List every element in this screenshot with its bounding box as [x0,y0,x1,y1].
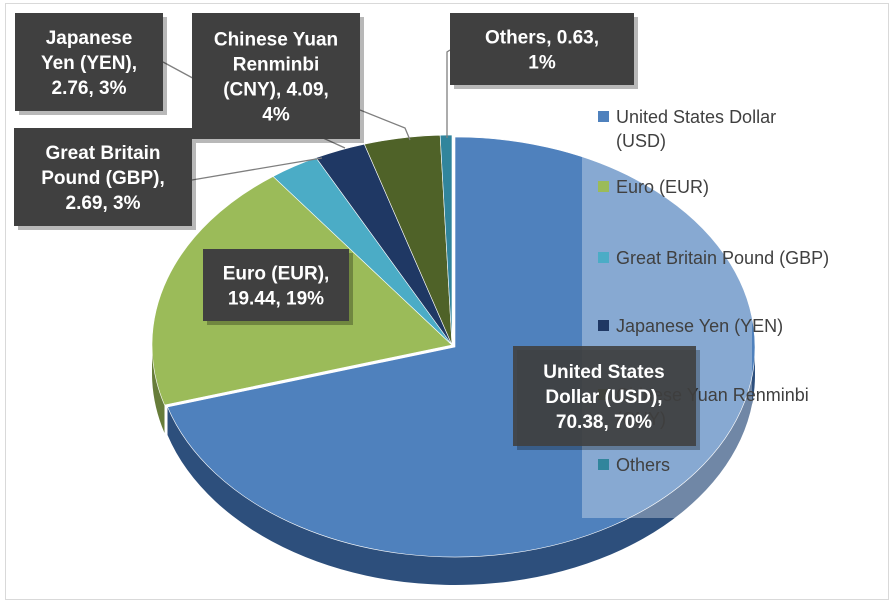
legend-swatch-japanese-yen-yen [598,320,609,331]
legend: United States Dollar(USD) Euro (EUR) Great… [582,100,829,518]
leader-line-chinese-yuan-renminbi-cny [359,109,411,141]
legend-label-great-britain-pound-gbp: Great Britain Pound (GBP) [616,248,829,268]
callout-box-euro-eur [203,249,349,321]
callout-box-united-states-dollar-usd [513,346,696,446]
legend-label-united-states-dollar-usd: United States Dollar(USD) [616,107,776,151]
legend-panel [582,100,752,518]
callout-label-others: Others, 0.63,1% [485,28,599,74]
legend-swatch-euro-eur [598,181,609,192]
callout-box-japanese-yen-yen [15,13,163,111]
leader-line-others [446,49,451,138]
legend-swatch-great-britain-pound-gbp [598,252,609,263]
pie-slice-others [439,134,453,346]
legend-label-japanese-yen-yen: Japanese Yen (YEN) [616,316,783,336]
legend-swatch-united-states-dollar-usd [598,111,609,122]
pie-side-euro-eur [152,345,165,434]
leader-line-great-britain-pound-gbp [191,157,323,181]
callout-box-chinese-yuan-renminbi-cny [192,13,360,139]
callout-box-great-britain-pound-gbp [14,128,192,226]
pie-sides [152,345,756,586]
legend-label-others: Others [616,455,670,475]
callout-box-others [450,13,634,85]
legend-label-euro-eur: Euro (EUR) [616,177,709,197]
legend-swatch-others [598,459,609,470]
pie-slice-united-states-dollar-usd [167,136,756,558]
callout-label-euro-eur: Euro (EUR),19.44, 19% [223,264,330,310]
pie-tops [151,134,756,558]
